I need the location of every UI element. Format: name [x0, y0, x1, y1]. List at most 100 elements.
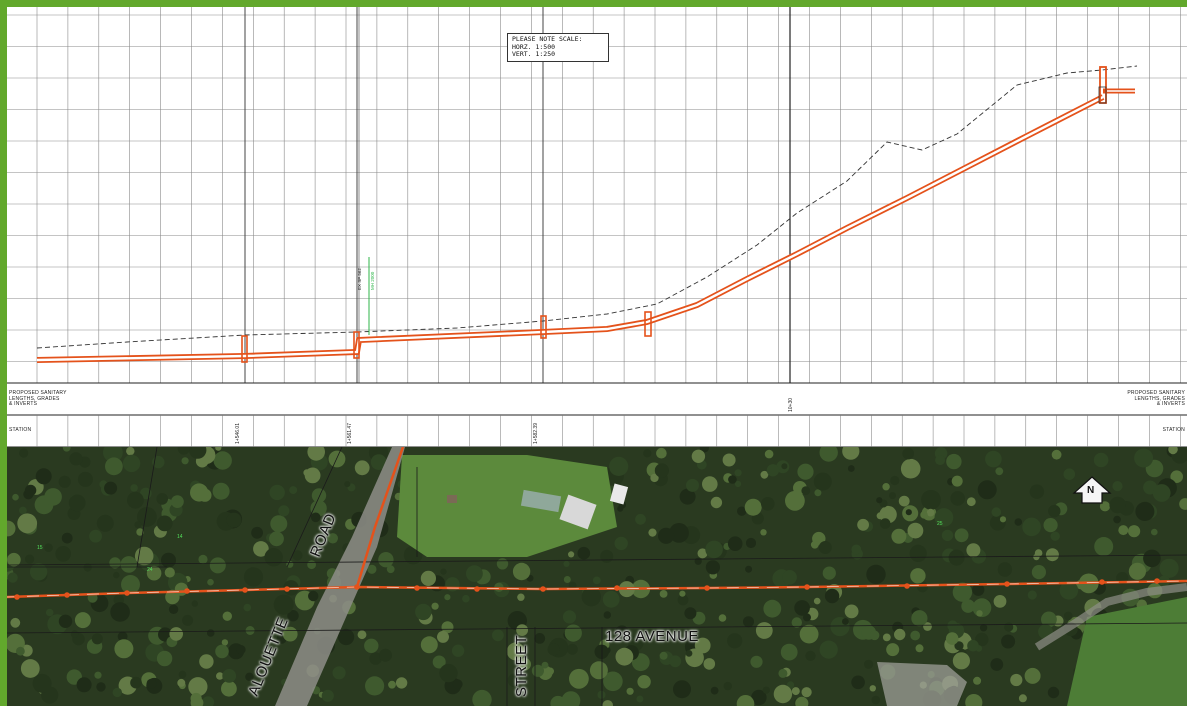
tree — [923, 622, 932, 631]
tree — [136, 528, 144, 536]
tree — [19, 506, 27, 515]
tree — [643, 449, 652, 458]
tree — [58, 614, 73, 628]
manhole-2 — [353, 331, 360, 359]
plan-manhole-node — [804, 584, 810, 590]
tree — [750, 655, 763, 668]
tree — [1047, 686, 1060, 699]
tree — [795, 696, 809, 706]
plan-manhole-node — [124, 590, 130, 596]
north-arrow-letter: N — [1087, 485, 1095, 496]
tree — [921, 489, 941, 510]
tree — [332, 666, 346, 680]
tree — [568, 581, 577, 590]
tree — [212, 482, 230, 500]
tree — [222, 669, 237, 683]
tree — [96, 682, 106, 692]
tree — [1063, 468, 1076, 480]
tree — [24, 484, 37, 497]
tree — [920, 511, 928, 519]
tree — [77, 471, 93, 487]
tree — [122, 454, 141, 473]
tree — [866, 564, 886, 585]
tree — [710, 496, 723, 509]
profile-view — [7, 7, 1187, 447]
tree — [1004, 622, 1014, 632]
tree — [656, 447, 667, 459]
tree — [658, 527, 675, 544]
tree — [70, 630, 79, 638]
shed-2 — [447, 495, 457, 503]
tree — [561, 691, 581, 706]
tree — [215, 447, 222, 451]
tree — [534, 633, 546, 644]
tree — [935, 455, 946, 466]
tree — [799, 624, 819, 644]
tree — [563, 576, 571, 583]
tree — [76, 677, 92, 693]
tree — [1045, 548, 1059, 562]
tree — [517, 593, 525, 601]
tree — [966, 497, 976, 507]
tree — [751, 689, 767, 706]
tree — [16, 646, 25, 656]
tree — [327, 533, 338, 544]
tree — [745, 537, 757, 549]
tree — [805, 650, 816, 661]
tree — [697, 548, 708, 559]
left-band-label-2: LENGTHS, GRADES — [9, 395, 60, 402]
tree — [677, 594, 689, 606]
plan-manhole-node — [414, 585, 420, 591]
tree — [209, 557, 226, 574]
tree — [395, 677, 408, 689]
tree — [910, 630, 921, 641]
tree — [615, 625, 629, 639]
tree — [985, 450, 1002, 468]
tree — [216, 672, 224, 680]
tree — [94, 671, 102, 679]
tree — [950, 491, 965, 506]
tree — [1031, 565, 1046, 580]
tree — [857, 518, 869, 531]
tree — [797, 463, 814, 480]
tree — [472, 689, 492, 706]
tree — [1010, 673, 1023, 687]
right-band-label: PROPOSED SANITARY LENGTHS, GRADES & INVE… — [1127, 390, 1185, 408]
tree — [744, 498, 762, 516]
plan-manhole-node — [354, 584, 360, 590]
tree — [516, 624, 528, 636]
tree — [12, 493, 19, 501]
lawn-clearing-2 — [1067, 597, 1187, 706]
tree — [926, 508, 935, 517]
tree — [364, 638, 379, 653]
tree — [1051, 449, 1062, 460]
tree — [882, 633, 891, 642]
sanitary-branch-plan — [355, 447, 405, 588]
tree — [869, 630, 880, 641]
tree — [635, 513, 646, 525]
tree — [328, 450, 346, 468]
tree — [221, 639, 229, 646]
tree — [44, 543, 53, 552]
tree — [287, 610, 299, 622]
tree — [1159, 558, 1179, 578]
tree — [819, 447, 838, 462]
tree — [379, 648, 392, 662]
street-label: STREET — [513, 634, 530, 697]
plan-manhole-node — [1099, 579, 1105, 585]
plan-manhole-node — [474, 586, 480, 592]
plan-manhole-node — [704, 585, 710, 591]
tree — [869, 685, 876, 692]
tree — [303, 469, 311, 477]
tree — [778, 668, 788, 678]
tree — [120, 556, 138, 573]
tree — [109, 557, 121, 569]
tree — [879, 518, 891, 529]
tree — [766, 464, 780, 477]
tree — [357, 630, 367, 640]
tree — [722, 453, 736, 467]
tree — [659, 590, 668, 598]
tree — [198, 554, 208, 564]
tree — [1048, 504, 1061, 518]
